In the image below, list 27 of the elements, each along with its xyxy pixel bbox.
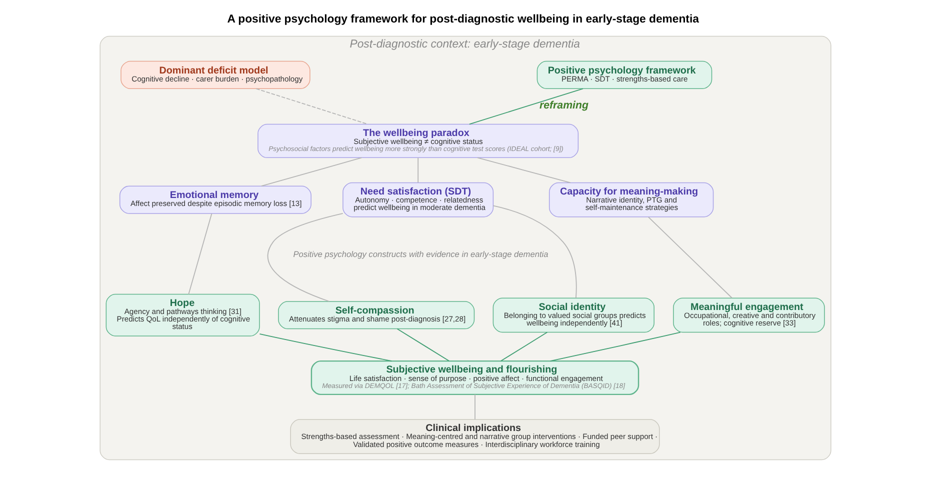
connector xyxy=(474,394,476,420)
node-box: Meaningful engagement Occupational, creative and contributory roles; cognitive reserve [33] xyxy=(673,298,825,333)
node-box: Need satisfaction (SDT) Autonomy · competence · relatedness predict wellbeing in moderate dementia xyxy=(342,182,494,218)
connector xyxy=(418,157,419,184)
connector xyxy=(468,88,584,125)
connector xyxy=(260,157,362,187)
connector xyxy=(492,205,577,298)
connector xyxy=(267,212,344,302)
label: Positive psychology constructs with evidence in early-stage dementia xyxy=(293,248,548,259)
connector xyxy=(550,332,681,362)
connector xyxy=(477,157,571,184)
node-box: Emotional memory Affect preserved despite episodic memory loss [13] xyxy=(119,186,312,214)
connector xyxy=(500,332,548,362)
connector xyxy=(648,216,732,298)
node-box: Self-compassion Attenuates stigma and shame post-diagnosis [27,28] xyxy=(278,301,475,330)
connector xyxy=(259,333,392,362)
node-box: Capacity for meaning-making Narrative identity, PTG and self-maintenance strategies xyxy=(548,182,714,218)
edge-label: reframing xyxy=(539,100,588,112)
connector xyxy=(188,213,212,295)
node-box: Clinical implications Strengths-based assessment · Meaning-centred and narrative group interventions · Funded peer support · Validated positive outcome measures · Interdisciplinary workforce training xyxy=(290,419,660,454)
connector xyxy=(396,328,450,362)
node-box: Dominant deficit model Cognitive decline · carer burden · psychopathology xyxy=(120,60,310,89)
node-box: Social identity Belonging to valued social groups predicts wellbeing independently [41] xyxy=(492,298,654,333)
connector xyxy=(256,88,368,125)
diagram-title: A positive psychology framework for post-diagnostic wellbeing in early-stage dementia xyxy=(227,14,699,26)
node-box: Positive psychology framework PERMA · SDT · strengths-based care xyxy=(536,60,712,89)
node-box: Hope Agency and pathways thinking [31] Predicts QoL independently of cognitive status xyxy=(106,294,260,336)
